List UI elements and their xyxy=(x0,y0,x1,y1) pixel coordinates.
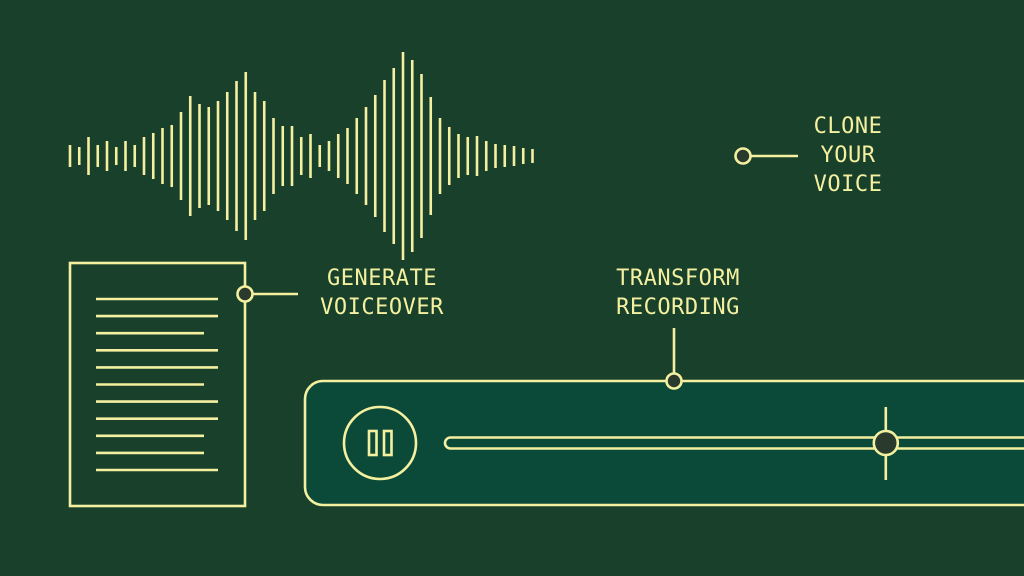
transform-label-line-1: TRANSFORM xyxy=(616,266,740,291)
document-text-lines xyxy=(96,297,218,472)
clone-label-line-3: VOICE xyxy=(813,172,883,197)
clone-label-line-1: CLONE xyxy=(813,114,883,139)
clone-your-voice-label: CLONE YOUR VOICE xyxy=(800,112,896,199)
pause-button[interactable] xyxy=(342,405,418,481)
generate-label-line-2: VOICEOVER xyxy=(320,295,444,320)
pause-icon xyxy=(367,429,393,457)
playhead-knob[interactable] xyxy=(872,429,900,457)
waveform-icon xyxy=(68,52,534,260)
audio-player xyxy=(303,379,1024,507)
progress-track xyxy=(443,436,1024,450)
clone-label-line-2: YOUR xyxy=(820,143,876,168)
document-frame xyxy=(68,261,247,508)
transform-connector-dot xyxy=(665,372,683,390)
transform-recording-label: TRANSFORM RECORDING xyxy=(596,264,760,322)
generate-voiceover-label: GENERATE VOICEOVER xyxy=(300,264,464,322)
generate-connector-dot xyxy=(236,285,254,303)
clone-connector-dot xyxy=(734,147,752,165)
document-icon xyxy=(68,261,247,508)
generate-label-line-1: GENERATE xyxy=(327,266,437,291)
progress-slider[interactable] xyxy=(443,407,1024,480)
transform-label-line-2: RECORDING xyxy=(616,295,740,320)
